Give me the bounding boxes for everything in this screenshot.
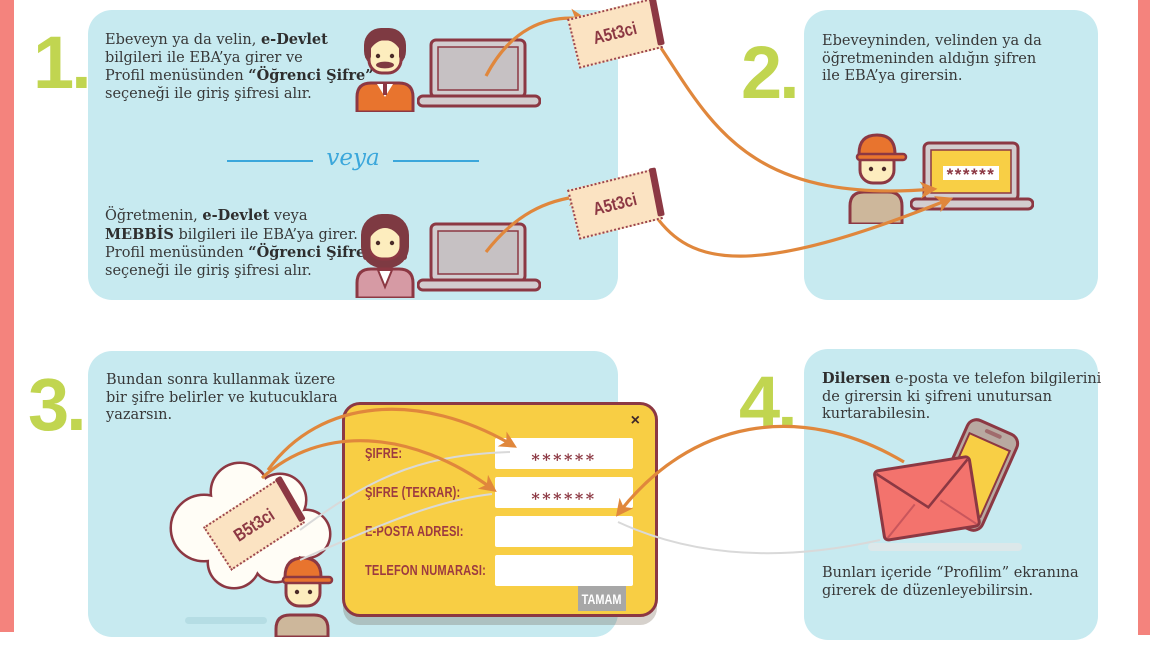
ticket-code: B5t3ci xyxy=(229,504,278,546)
step3-number: 3. xyxy=(28,363,87,446)
step2-text: Ebeveyninden, velinden ya da öğretmenind… xyxy=(822,33,1042,85)
divider-line-right xyxy=(392,160,479,162)
step3-text: Bundan sonra kullanmak üzere bir şifre b… xyxy=(106,372,338,424)
step4-text2: Bunları içeride “Profilim” ekranına gire… xyxy=(822,565,1079,599)
step1-number: 1. xyxy=(33,21,92,104)
step4-number: 4. xyxy=(739,361,798,444)
ticket-code: A5t3ci xyxy=(590,17,639,49)
student-illustration xyxy=(848,133,908,224)
step2-number: 2. xyxy=(741,31,800,114)
decor-line-step3 xyxy=(185,617,267,624)
close-icon[interactable]: × xyxy=(630,412,640,429)
right-accent-stripe xyxy=(1138,0,1150,635)
password-dialog: × ŞIFRE: ****** ŞIFRE (TEKRAR): ****** E… xyxy=(342,402,658,617)
phone-envelope-illustration xyxy=(873,418,1020,542)
input-telefon[interactable] xyxy=(495,555,633,586)
input-sifre-tekrar[interactable]: ****** xyxy=(495,477,633,508)
field-label-sifre-tekrar: ŞIFRE (TEKRAR): xyxy=(365,484,461,501)
input-eposta[interactable] xyxy=(495,516,633,547)
tamam-button[interactable]: TAMAM xyxy=(578,586,626,611)
step4-text: Dilersen e-posta ve telefon bilgilerini … xyxy=(822,370,1102,423)
veya-divider: veya xyxy=(88,147,618,175)
teacher-illustration xyxy=(355,214,415,298)
step1-text-top: Ebeveyn ya da velin, e-Devlet bilgileri … xyxy=(105,31,374,102)
divider-word: veya xyxy=(326,145,380,171)
left-accent-stripe xyxy=(0,0,14,632)
field-label-eposta: E-POSTA ADRESI: xyxy=(365,523,464,540)
field-label-sifre: ŞIFRE: xyxy=(365,445,403,462)
student-illustration-2 xyxy=(274,556,334,637)
parent-illustration xyxy=(355,28,415,112)
step1-text-bottom: Öğretmenin, e-Devlet veya MEBBİS bilgile… xyxy=(105,207,374,279)
input-sifre[interactable]: ****** xyxy=(495,438,633,469)
ticket-fold xyxy=(648,167,665,218)
ticket-fold xyxy=(648,0,665,47)
divider-line-left xyxy=(227,160,314,162)
laptop-illustration-2 xyxy=(417,222,541,292)
decor-line-step4 xyxy=(868,543,1022,551)
laptop-illustration-3: ****** xyxy=(910,141,1034,211)
ticket-code: A5t3ci xyxy=(590,188,639,220)
field-label-telefon: TELEFON NUMARASI: xyxy=(365,562,486,579)
laptop-password-text: ****** xyxy=(947,165,996,184)
laptop-illustration-1 xyxy=(417,38,541,108)
